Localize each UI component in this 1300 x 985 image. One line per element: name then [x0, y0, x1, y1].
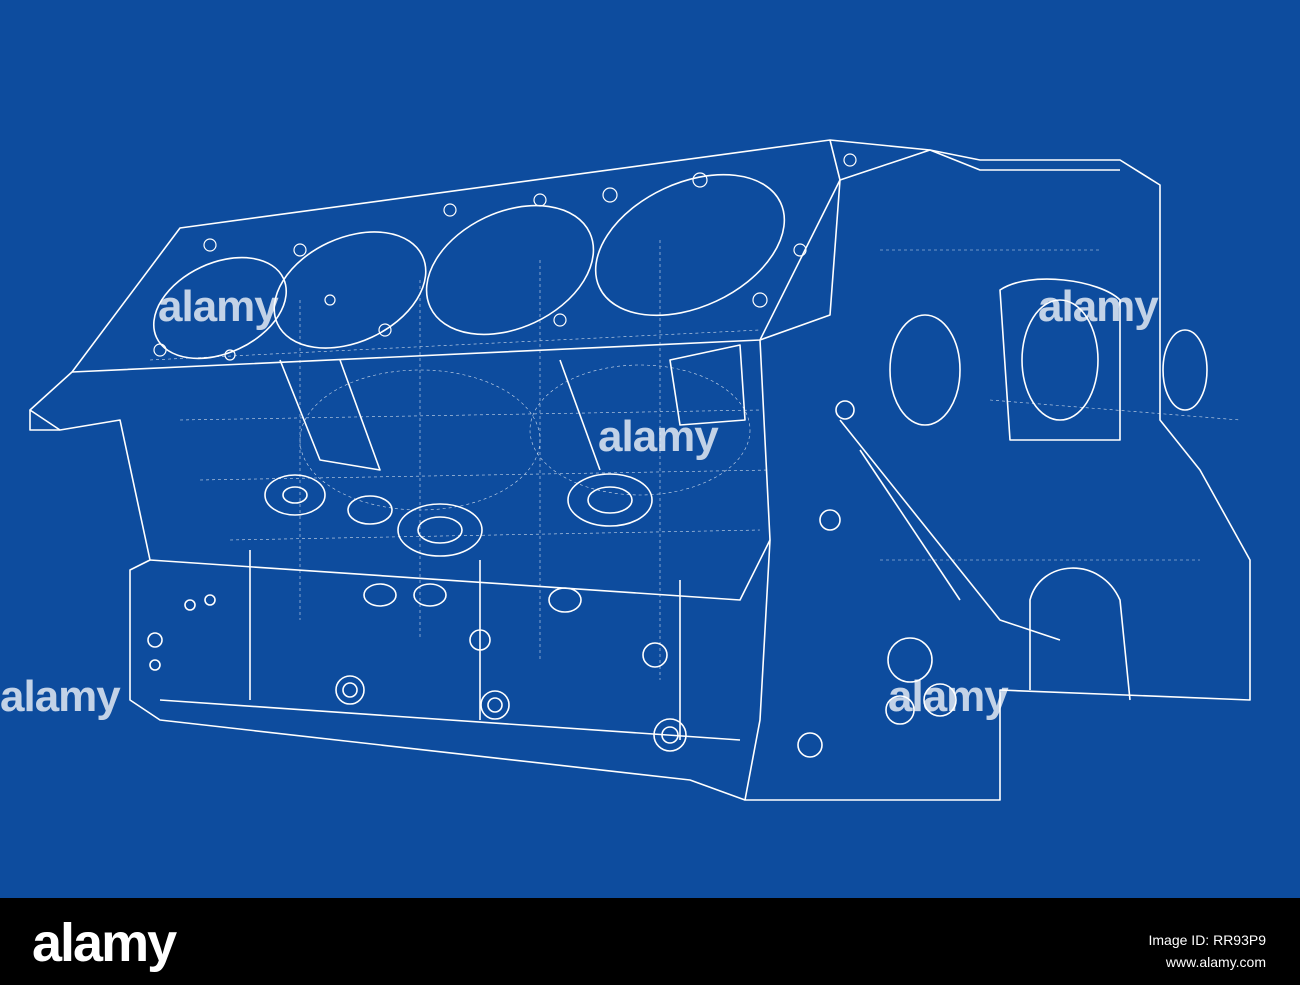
watermark-alamy: alamy — [598, 412, 719, 461]
footer-bar: alamy Image ID: RR93P9 www.alamy.com — [0, 898, 1300, 985]
watermark-alamy: alamy — [1038, 282, 1159, 331]
image-id-label: Image ID: RR93P9 — [1148, 932, 1267, 948]
watermark-alamy: alamy — [0, 672, 121, 721]
footer-url: www.alamy.com — [1165, 954, 1266, 970]
watermark-alamy: alamy — [158, 282, 279, 331]
watermark-alamy: alamy — [888, 672, 1009, 721]
engine-block-wireframe-drawing — [29, 139, 1251, 801]
footer-logo: alamy — [32, 913, 177, 973]
